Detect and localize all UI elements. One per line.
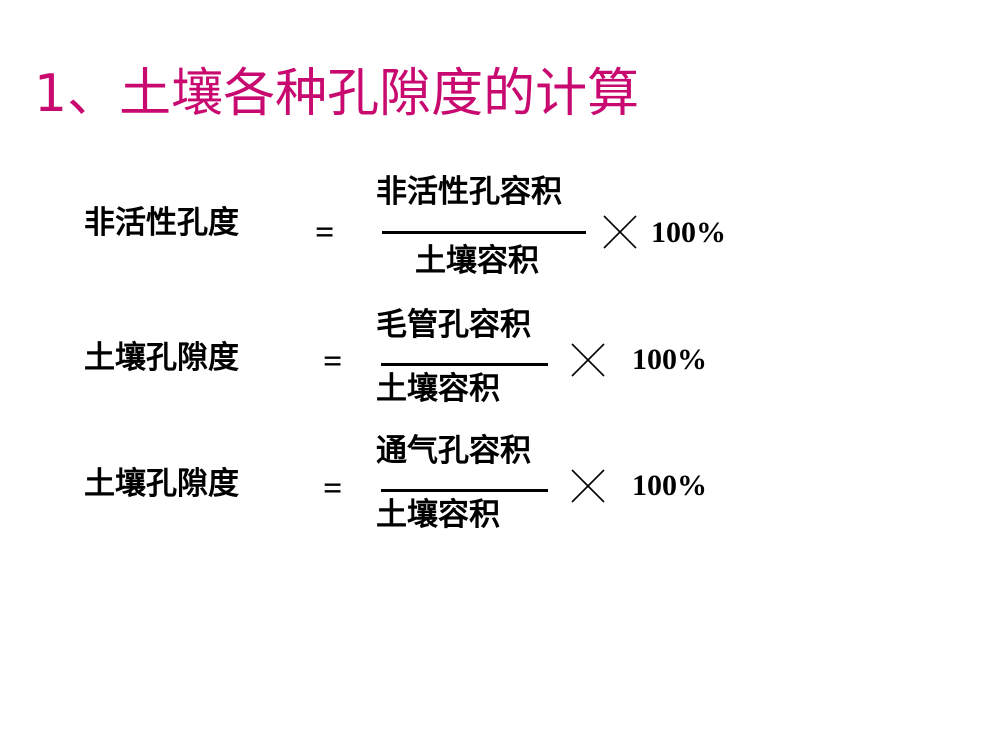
multiplication-sign-icon: [603, 215, 637, 249]
equals-sign: =: [323, 343, 343, 380]
fraction-bar: [381, 363, 548, 366]
formula-lhs: 土壤孔隙度: [84, 340, 239, 376]
percent-multiplier: 100%: [632, 469, 707, 502]
fraction-bar: [382, 231, 586, 234]
formula-lhs: 土壤孔隙度: [84, 466, 239, 502]
fraction-numerator: 非活性孔容积: [376, 174, 562, 210]
fraction-numerator: 毛管孔容积: [376, 307, 531, 343]
percent-multiplier: 100%: [632, 343, 707, 376]
slide-title: 1、土壤各种孔隙度的计算: [34, 64, 640, 124]
fraction-denominator: 土壤容积: [376, 371, 500, 407]
formula-lhs: 非活性孔度: [84, 205, 239, 241]
multiplication-sign-icon: [571, 469, 605, 503]
fraction-denominator: 土壤容积: [376, 497, 500, 533]
fraction-denominator: 土壤容积: [415, 243, 539, 279]
fraction-numerator: 通气孔容积: [376, 433, 531, 469]
fraction-bar: [381, 489, 548, 492]
equals-sign: =: [315, 214, 335, 251]
multiplication-sign-icon: [571, 343, 605, 377]
equals-sign: =: [323, 470, 343, 507]
percent-multiplier: 100%: [651, 216, 726, 249]
